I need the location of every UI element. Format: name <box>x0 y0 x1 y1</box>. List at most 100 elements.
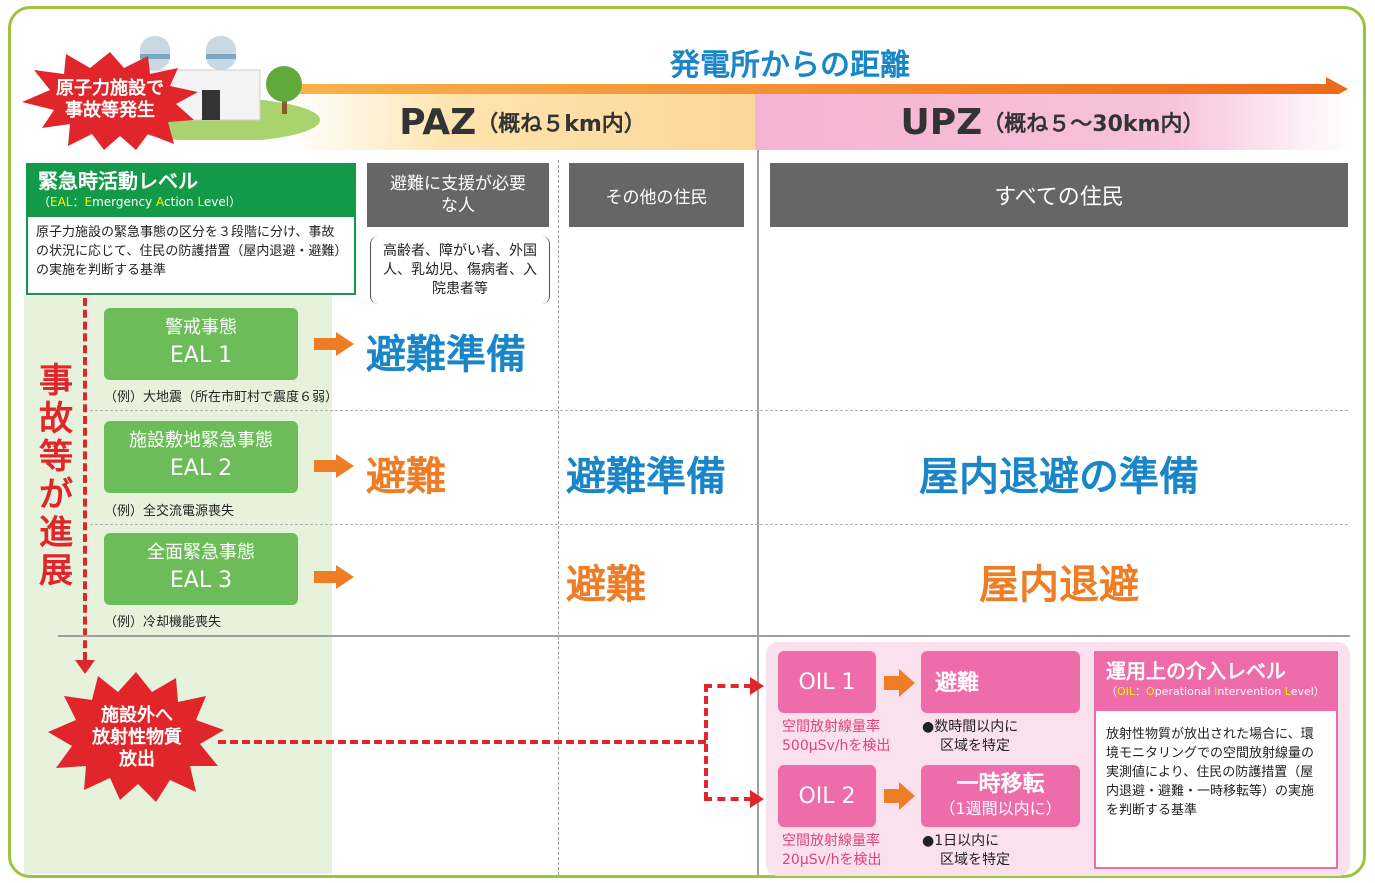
eal-subtitle-prefix: （ <box>38 195 51 209</box>
eal-definition-header: 緊急時活動レベル （EAL：Emergency Action Level） <box>28 165 354 217</box>
upz-sub: （概ね５〜30km内） <box>982 112 1205 137</box>
release-connector-oil2 <box>704 797 752 801</box>
release-burst-shape <box>48 672 224 802</box>
eal-level-3-box: 全面緊急事態 EAL 3 <box>104 533 298 605</box>
upz-label: UPZ <box>900 101 983 143</box>
divider-support-others <box>558 160 559 875</box>
eal-level-3-code: EAL 3 <box>169 568 233 593</box>
release-connector-main <box>218 740 706 744</box>
eal-level-3-example: （例）冷却機能喪失 <box>104 615 222 630</box>
accident-burst-line2: 事故等発生 <box>65 100 155 121</box>
col-header-all: すべての住民 <box>770 163 1348 227</box>
release-burst-text: 施設外へ 放射性物質 放出 <box>72 704 202 772</box>
progress-label: 事故等が進展 <box>39 361 73 591</box>
release-burst-line3: 放出 <box>119 749 155 770</box>
oil-subtitle-sep: ： <box>1135 685 1147 698</box>
eal-subtitle-e: E <box>84 195 93 209</box>
oil-1-arrow <box>884 676 900 690</box>
eal-level-2-code: EAL 2 <box>169 456 233 481</box>
oil-subtitle-l: L <box>1284 685 1291 698</box>
oil-subtitle-abbr: OIL <box>1117 685 1136 698</box>
col-header-others: その他の住民 <box>569 163 744 227</box>
eal-level-1-name: 警戒事態 <box>165 317 237 338</box>
oil-2-action-sub: （1週間以内に） <box>939 799 1062 818</box>
release-burst-line2: 放射性物質 <box>92 727 182 748</box>
eal-level-2-arrow-head <box>336 454 354 478</box>
eal-subtitle-l: L <box>197 195 204 209</box>
release-connector-oil1 <box>704 684 752 688</box>
eal-level-3-arrow-head <box>336 565 354 589</box>
eal-level-3-paz-others-action: 避難 <box>566 562 646 608</box>
eal-level-2-paz-support-action: 避難 <box>366 454 446 500</box>
eal-level-1-arrow <box>314 338 338 350</box>
accident-burst-line1: 原子力施設で <box>56 78 164 99</box>
oil-subtitle-w1: perational <box>1154 685 1215 698</box>
eal-level-2-box: 施設敷地緊急事態 EAL 2 <box>104 421 298 493</box>
oil-subtitle-prefix: （ <box>1106 685 1117 698</box>
eal-subtitle-a: A <box>156 195 165 209</box>
eal-level-3-arrow <box>314 571 338 583</box>
eal-level-2-arrow <box>314 460 338 472</box>
oil-subtitle-w3: evel） <box>1290 685 1325 698</box>
upz-header: UPZ （概ね５〜30km内） <box>755 94 1350 150</box>
eal-level-3-name: 全面緊急事態 <box>147 542 255 563</box>
oil-1-note: ●数時間以内に 区域を特定 <box>922 718 1082 756</box>
oil-subtitle: （OIL：Operational Intervention Level） <box>1106 683 1326 701</box>
oil-definition-box: 運用上の介入レベル （OIL：Operational Intervention … <box>1094 651 1338 869</box>
oil-subtitle-i: I <box>1214 685 1218 698</box>
progress-dashed-line <box>83 298 87 660</box>
release-connector-oil1-head <box>750 677 764 695</box>
oil-1-action-box: 避難 <box>921 651 1080 713</box>
eal-subtitle-abbr: EAL <box>50 195 73 209</box>
oil-1-box: OIL 1 <box>778 651 876 713</box>
eal-level-1-paz-support-action: 避難準備 <box>366 332 526 378</box>
oil-2-arrow-head <box>899 782 915 810</box>
oil-title: 運用上の介入レベル <box>1106 659 1286 683</box>
progress-arrow-head <box>75 660 95 674</box>
eal-title: 緊急時活動レベル <box>38 169 198 193</box>
oil-2-condition-line1: 空間放射線量率 <box>782 833 880 849</box>
oil-2-note-line1: ●1日以内に <box>922 833 1000 849</box>
oil-1-action: 避難 <box>935 671 980 696</box>
oil-2-action: 一時移転 <box>956 772 1045 797</box>
oil-subtitle-o: O <box>1146 685 1155 698</box>
row-separator-3 <box>58 635 1350 637</box>
eal-level-2-upz-action: 屋内退避の準備 <box>919 454 1199 500</box>
eal-subtitle-w1: mergency <box>92 195 157 209</box>
oil-2-action-box: 一時移転 （1週間以内に） <box>921 765 1080 827</box>
eal-subtitle-sep: ： <box>72 195 85 209</box>
release-connector-oil2-head <box>750 790 764 808</box>
release-connector-vertical <box>704 684 708 800</box>
oil-2-condition-line2: 20μSv/hを検出 <box>782 852 882 868</box>
eal-level-2-name: 施設敷地緊急事態 <box>129 430 273 451</box>
eal-level-1-example: （例）大地震（所在市町村で震度６弱） <box>104 390 339 405</box>
row-separator-1 <box>90 410 1348 411</box>
accident-burst-text: 原子力施設で 事故等発生 <box>40 74 180 126</box>
oil-1-condition: 空間放射線量率 500μSv/hを検出 <box>782 718 932 756</box>
oil-subtitle-w2: ntervention <box>1217 685 1285 698</box>
eal-subtitle-w3: evel） <box>203 195 242 209</box>
paz-label: PAZ <box>399 101 477 143</box>
eal-level-2-example: （例）全交流電源喪失 <box>104 504 235 519</box>
support-note: 高齢者、障がい者、外国人、乳幼児、傷病者、入院患者等 <box>370 236 550 304</box>
eal-subtitle: （EAL：Emergency Action Level） <box>38 193 344 211</box>
eal-definition-box: 緊急時活動レベル （EAL：Emergency Action Level） 原子… <box>26 163 356 295</box>
eal-description: 原子力施設の緊急事態の区分を３段階に分け、事故の状況に応じて、住民の防護措置（屋… <box>36 225 341 278</box>
eal-level-1-code: EAL 1 <box>169 343 233 368</box>
distance-arrow <box>290 84 1330 94</box>
oil-1-arrow-head <box>899 669 915 697</box>
row-separator-2 <box>90 524 1348 525</box>
accident-burst-shape <box>22 52 198 150</box>
eal-level-2-paz-others-action: 避難準備 <box>566 454 726 500</box>
paz-sub: （概ね５km内） <box>476 112 646 137</box>
oil-1-note-line1: ●数時間以内に <box>922 719 1019 735</box>
oil-1-condition-line1: 空間放射線量率 <box>782 719 880 735</box>
oil-description: 放射性物質が放出された場合に、環境モニタリングでの空間放射線量の実測値により、住… <box>1106 727 1315 818</box>
oil-definition-header: 運用上の介入レベル （OIL：Operational Intervention … <box>1096 653 1336 711</box>
eal-level-3-upz-action: 屋内退避 <box>979 562 1139 608</box>
release-burst-line1: 施設外へ <box>101 705 173 726</box>
oil-2-arrow <box>884 789 900 803</box>
paz-header: PAZ （概ね５km内） <box>290 94 755 150</box>
divider-paz-upz <box>757 150 759 875</box>
oil-1-note-line2: 区域を特定 <box>940 738 1010 754</box>
